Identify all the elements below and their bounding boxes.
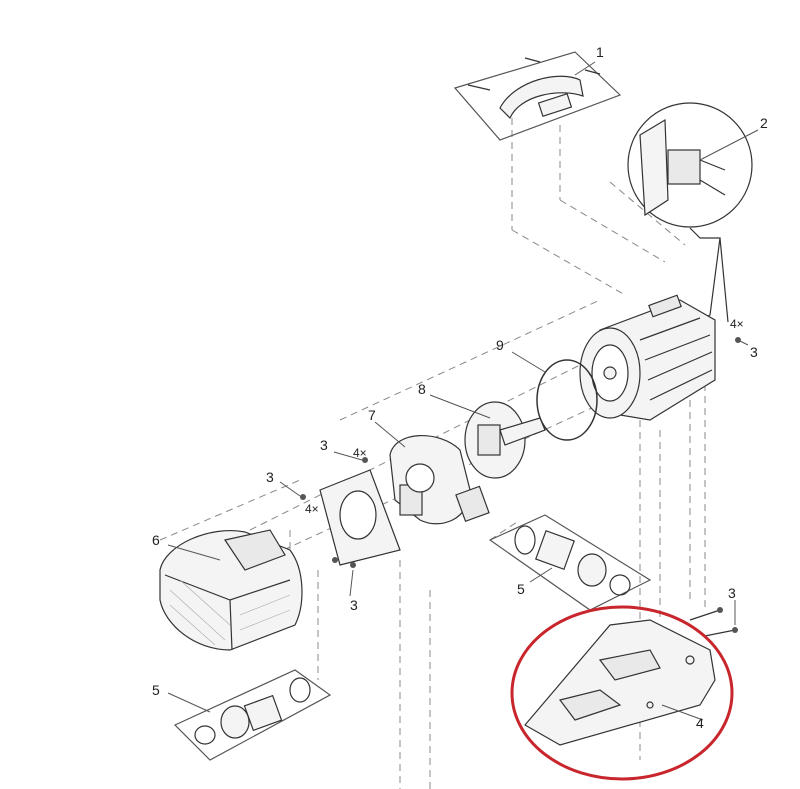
callout-3-screen: 3: [266, 469, 274, 485]
base-cover: [524, 609, 736, 746]
pump-volute: [389, 435, 490, 525]
callout-3-bottom: 3: [350, 597, 358, 613]
callout-5-right: 5: [517, 581, 525, 597]
qty-screen: 4×: [305, 502, 319, 516]
callout-9: 9: [496, 337, 504, 353]
gasket-plate: [319, 469, 401, 566]
screws: [300, 337, 741, 633]
callout-3-motor: 3: [750, 344, 758, 360]
filter-housing: [159, 529, 303, 651]
callout-2: 2: [760, 115, 768, 131]
highlight-circle: [510, 605, 734, 781]
handle-assembly: [453, 51, 622, 141]
callout-4: 4: [696, 715, 704, 731]
impeller-assembly: [464, 401, 546, 479]
hose-kit-right: [488, 514, 652, 611]
qty-volute: 4×: [353, 446, 367, 460]
callout-3-base: 3: [728, 585, 736, 601]
leader-lines: [167, 61, 759, 721]
switch-detail-inset: [627, 102, 753, 323]
callout-6: 6: [152, 532, 160, 548]
callout-1: 1: [596, 44, 604, 60]
hose-kit-left: [173, 669, 332, 761]
callout-5-left: 5: [152, 682, 160, 698]
callout-7: 7: [368, 407, 376, 423]
qty-motor: 4×: [730, 317, 744, 331]
callout-8: 8: [418, 381, 426, 397]
motor-unit: [579, 294, 716, 421]
callout-3-volute: 3: [320, 437, 328, 453]
assembly-guide-lines: [159, 118, 706, 789]
o-ring: [536, 359, 598, 441]
